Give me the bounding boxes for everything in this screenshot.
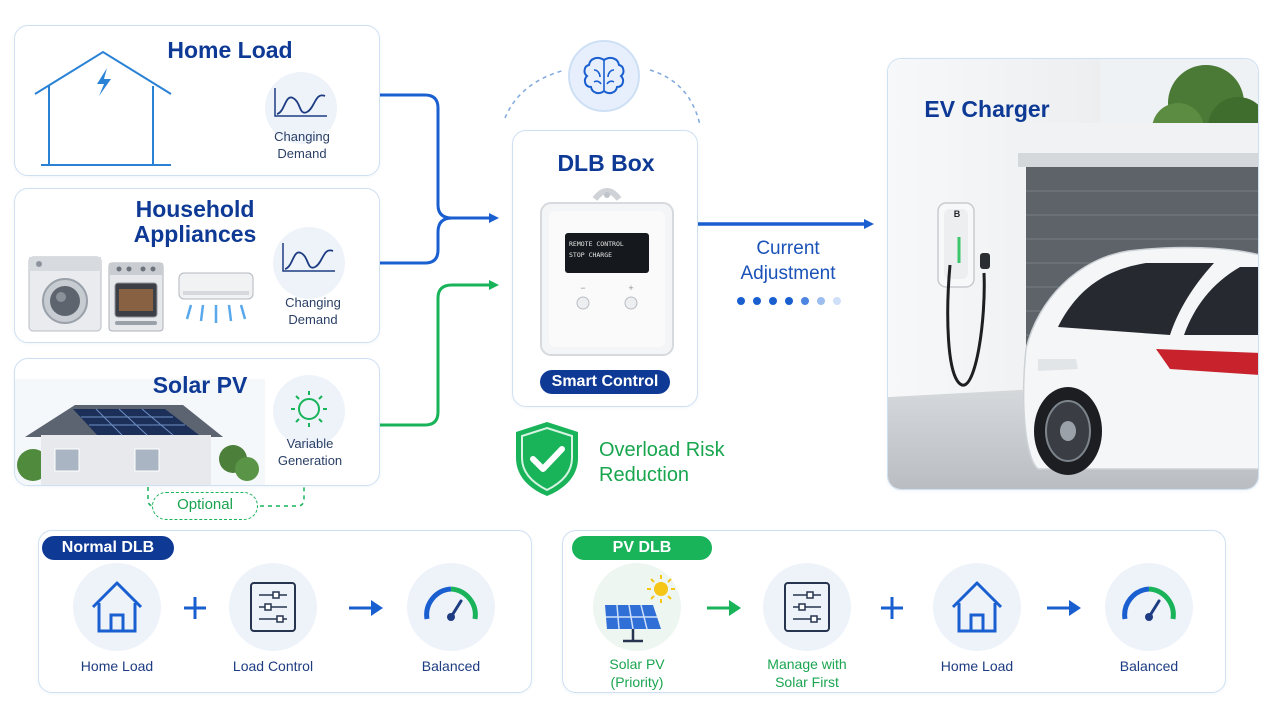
solar-line-1: Solar PV bbox=[609, 656, 665, 672]
air-conditioner-icon bbox=[178, 272, 254, 323]
gauge-icon bbox=[1122, 586, 1176, 621]
plus-icon bbox=[881, 597, 903, 619]
connector-solar bbox=[380, 280, 499, 427]
overload-line-1: Overload Risk bbox=[599, 439, 725, 461]
appliances-title-line-2: Appliances bbox=[133, 221, 257, 247]
home-load-circle bbox=[73, 563, 161, 651]
house-icon bbox=[91, 581, 143, 633]
control-panel-icon bbox=[250, 582, 296, 632]
optional-tag bbox=[152, 492, 258, 520]
pv-balanced-label: Balanced bbox=[1119, 658, 1179, 674]
normal-load-control-label: Load Control bbox=[232, 658, 314, 674]
house-icon bbox=[951, 581, 1003, 633]
charger-logo: B bbox=[953, 209, 961, 219]
ev-charger-title: EV Charger bbox=[924, 96, 1050, 122]
mini-label-line-2: Generation bbox=[277, 453, 343, 468]
home-load-card: Home Load Changing Demand bbox=[14, 25, 380, 176]
normal-dlb-tag: Normal DLB bbox=[42, 536, 174, 560]
changing-demand-circle bbox=[265, 72, 337, 144]
dlb-screen-text: REMOTE CONTROL STOP CHARGE bbox=[569, 239, 649, 261]
arrow-right-icon bbox=[1047, 600, 1081, 616]
current-adjustment-label: Current Adjustment bbox=[722, 236, 854, 286]
wave-chart-icon bbox=[282, 243, 335, 272]
overload-risk-text: Overload Risk Reduction bbox=[599, 438, 725, 488]
solar-house-illustration bbox=[15, 379, 265, 485]
plus-icon bbox=[184, 597, 206, 619]
pv-dlb-tag: PV DLB bbox=[572, 536, 712, 560]
connector-appliances bbox=[380, 216, 453, 265]
pv-home-load-circle bbox=[933, 563, 1021, 651]
home-load-title: Home Load bbox=[167, 37, 293, 63]
pv-manage-label: Manage with Solar First bbox=[737, 655, 877, 691]
solar-pv-title: Solar PV bbox=[152, 372, 248, 398]
load-control-circle bbox=[229, 563, 317, 651]
mini-label-line-1: Changing bbox=[285, 295, 341, 310]
washing-machine-icon bbox=[28, 256, 102, 332]
progress-dots bbox=[737, 297, 841, 305]
normal-balanced-label: Balanced bbox=[421, 658, 481, 674]
solar-line-2: (Priority) bbox=[610, 674, 664, 690]
house-outline-icon bbox=[34, 50, 172, 166]
mini-label-line-1: Changing bbox=[274, 129, 330, 144]
appliances-demand-circle bbox=[273, 227, 345, 299]
brain-icon-circle bbox=[568, 40, 640, 112]
solar-panel-icon bbox=[605, 575, 675, 643]
current-line-1: Current bbox=[756, 238, 820, 259]
sun-icon bbox=[291, 391, 327, 427]
home-load-mini-label: Changing Demand bbox=[252, 128, 352, 162]
screen-line-2: STOP CHARGE bbox=[569, 251, 613, 259]
green-arrow-right-icon bbox=[707, 600, 741, 616]
brain-icon bbox=[583, 56, 625, 95]
ev-charger-card: B EV Charger bbox=[887, 58, 1259, 490]
dlb-device: − + bbox=[540, 188, 674, 356]
smart-control-badge: Smart Control bbox=[540, 370, 670, 394]
appliances-title-line-1: Household bbox=[135, 196, 255, 222]
manage-line-2: Solar First bbox=[775, 674, 839, 690]
manage-solar-circle bbox=[763, 563, 851, 651]
normal-home-load-label: Home Load bbox=[80, 658, 154, 674]
appliances-card: Household Appliances Changing Demand bbox=[14, 188, 380, 343]
svg-text:−: − bbox=[580, 283, 585, 293]
optional-label: Optional bbox=[177, 496, 233, 513]
gauge-icon bbox=[424, 586, 478, 621]
oven-icon bbox=[108, 262, 164, 332]
wave-chart-icon bbox=[274, 88, 327, 117]
current-line-2: Adjustment bbox=[740, 263, 836, 284]
dlb-box-card: DLB Box − + REMOTE CONTROL STOP CHARGE S… bbox=[512, 130, 698, 407]
appliances-mini-label: Changing Demand bbox=[263, 294, 363, 328]
mini-label-line-2: Demand bbox=[288, 312, 338, 327]
solar-pv-card: Solar PV Variable Generation bbox=[14, 358, 380, 486]
variable-generation-circle bbox=[273, 375, 345, 447]
solar-priority-circle bbox=[593, 563, 681, 651]
overload-line-2: Reduction bbox=[599, 464, 690, 486]
mini-label-line-2: Demand bbox=[277, 146, 327, 161]
pv-solar-label: Solar PV (Priority) bbox=[567, 655, 707, 691]
manage-line-1: Manage with bbox=[767, 656, 847, 672]
pv-home-load-label: Home Load bbox=[940, 658, 1014, 674]
control-panel-icon bbox=[784, 582, 830, 632]
svg-text:+: + bbox=[628, 283, 633, 293]
shield-check-icon bbox=[516, 422, 578, 496]
screen-line-1: REMOTE CONTROL bbox=[569, 240, 624, 248]
pv-balanced-circle bbox=[1105, 563, 1193, 651]
variable-generation-label: Variable Generation bbox=[260, 435, 360, 469]
appliances-title: Household Appliances bbox=[95, 197, 295, 247]
dlb-box-title: DLB Box bbox=[557, 150, 655, 176]
connector-home-load bbox=[380, 93, 499, 223]
arrow-right-icon bbox=[349, 600, 383, 616]
mini-label-line-1: Variable bbox=[286, 436, 334, 451]
ev-charger-scene bbox=[888, 59, 1258, 489]
balanced-circle bbox=[407, 563, 495, 651]
